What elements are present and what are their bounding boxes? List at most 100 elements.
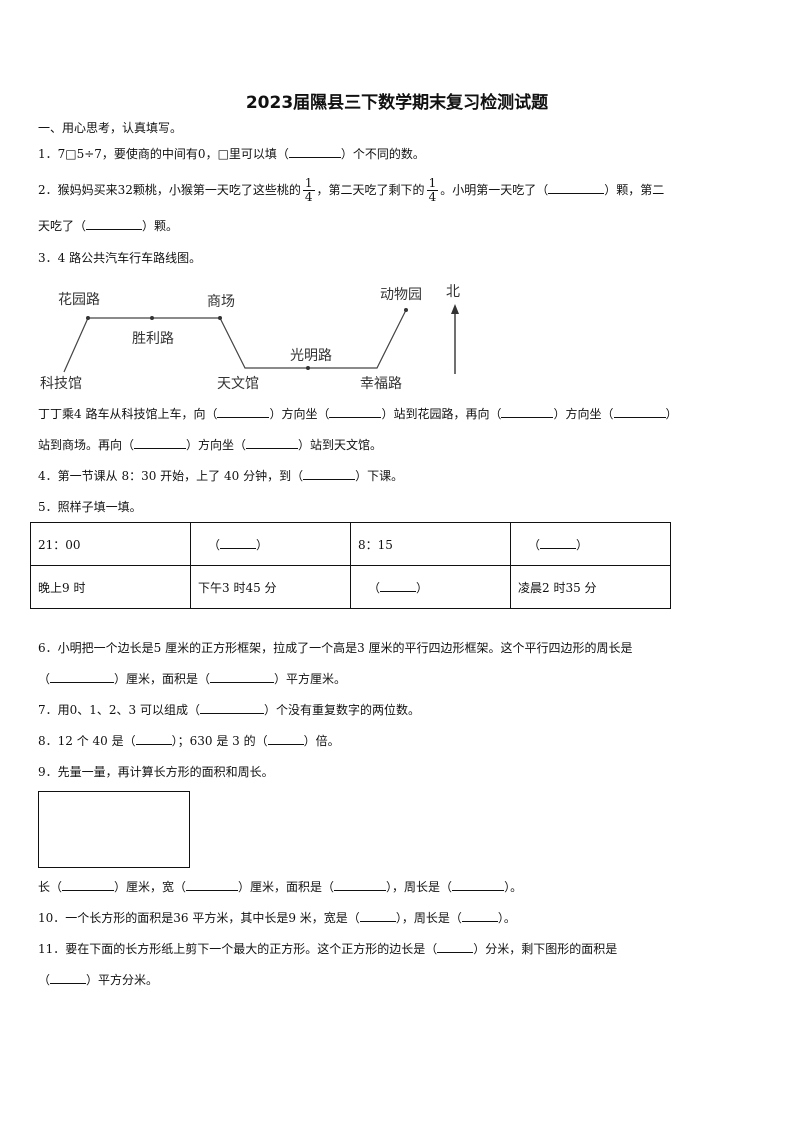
question-3-line-2: 站到商场。再向（ ）方向坐（ ）站到天文馆。 [38,438,382,452]
q6-text-a: （ [38,672,51,686]
fraction-numerator: 1 [302,176,315,191]
q2-text-a: 2．猴妈妈买来32颗桃，小猴第一天吃了这些桃的 [38,183,301,197]
q8-text-c: ）倍。 [303,734,340,748]
q1-text-post: ）个不同的数。 [340,147,425,161]
q9-blank-4[interactable] [452,880,505,891]
map-label-dongwuyuan: 动物园 [380,287,422,303]
close-paren: ） [416,580,429,595]
q3-text-f: 站到商场。再向（ [38,438,135,452]
q8-blank-1[interactable] [135,734,172,745]
q11-text-c: （ [38,973,51,987]
q3-blank-1[interactable] [217,407,270,418]
q3-blank-5[interactable] [134,438,187,449]
north-arrowhead-icon [451,304,459,314]
q2-text-b: ，第二天吃了剩下的 [316,183,425,197]
q9-text-b: ）厘米，宽（ [114,880,187,894]
q6-blank-2[interactable] [210,672,275,683]
map-label-tianwen: 天文馆 [217,376,259,392]
q11-text-b: ）分米，剩下图形的面积是 [473,942,618,956]
q3-blank-3[interactable] [501,407,554,418]
q2-text-f: ）颗。 [142,219,179,233]
question-9-answers: 长（）厘米，宽（）厘米，面积是（），周长是（）。 [38,880,522,894]
time-conversion-table: 21：00 （） 8：15 （） 晚上9 时 下午3 时45 分 （） 凌晨2 … [30,522,671,609]
close-paren: ） [576,537,589,552]
fraction-denominator: 4 [304,190,313,204]
q9-blank-3[interactable] [334,880,387,891]
table-row: 晚上9 时 下午3 时45 分 （） 凌晨2 时35 分 [30,565,671,609]
q6-text-c: ）平方厘米。 [274,672,347,686]
stop-marker [150,316,154,320]
q3-blank-6[interactable] [246,438,299,449]
table-cell: 21：00 [30,522,191,566]
table-row: 21：00 （） 8：15 （） [30,522,671,566]
question-4: 4．第一节课从 8：30 开始，上了 40 分钟，到（）下课。 [38,469,403,483]
table-cell: 凌晨2 时35 分 [510,565,671,609]
q9-text-d: ），周长是（ [386,880,453,894]
fraction-numerator: 1 [426,176,439,191]
q3-text-d: ）方向坐（ [553,407,614,421]
question-11-line-2: （）平方分米。 [38,973,158,987]
table-cell: 下午3 时45 分 [190,565,351,609]
section-heading: 一、用心思考，认真填写。 [38,121,183,135]
q5-blank[interactable] [540,538,577,549]
q1-text-pre: 1．7□5÷7，要使商的中间有0，□里可以填（ [38,147,289,161]
question-7: 7．用0、1、2、3 可以组成（）个没有重复数字的两位数。 [38,703,420,717]
q10-text-a: 10．一个长方形的面积是36 平方米，其中长是9 米，宽是（ [38,911,360,925]
q4-text-pre: 4．第一节课从 8：30 开始，上了 40 分钟，到（ [38,469,304,483]
q5-blank[interactable] [380,581,417,592]
question-3-line-1: 丁丁乘4 路车从科技馆上车，向（）方向坐（）站到花园路，再向（）方向坐（） [38,407,678,421]
q10-blank-1[interactable] [359,911,396,922]
question-1: 1．7□5÷7，要使商的中间有0，□里可以填（ ）个不同的数。 [38,147,425,161]
table-cell: 8：15 [350,522,511,566]
q7-answer-blank[interactable] [200,703,264,714]
q3-text-b: ）方向坐（ [269,407,330,421]
q8-blank-2[interactable] [267,734,304,745]
q9-blank-2[interactable] [186,880,239,891]
q9-text-e: ）。 [504,880,523,894]
q11-blank-2[interactable] [50,973,87,984]
question-3: 3．4 路公共汽车行车路线图。 [38,251,202,265]
measure-rectangle [38,791,190,868]
q6-blank-1[interactable] [50,672,115,683]
q3-text-g: ）方向坐（ [186,438,247,452]
q4-answer-blank[interactable] [303,469,356,480]
q10-blank-2[interactable] [461,911,498,922]
q9-text-a: 长（ [38,880,63,894]
q6-text-b: ）厘米，面积是（ [114,672,211,686]
q7-text-pre: 7．用0、1、2、3 可以组成（ [38,703,200,717]
q2-text-e: 天吃了（ [38,219,87,233]
close-paren: ） [256,537,269,552]
table-cell-blank[interactable]: （） [190,522,351,566]
q2-answer-blank-2[interactable] [86,219,143,230]
q11-blank-1[interactable] [437,942,474,953]
map-label-shengli: 胜利路 [132,331,174,347]
q3-blank-2[interactable] [329,407,382,418]
question-5: 5．照样子填一填。 [38,500,142,514]
stop-marker [404,308,408,312]
stop-marker [306,366,310,370]
map-label-north: 北 [446,284,460,300]
stop-marker [218,316,222,320]
open-paren: （ [528,537,541,552]
q10-text-c: ）。 [497,911,516,925]
q2-text-d: ）颗，第二 [604,183,665,197]
q3-text-h: ）站到天文馆。 [298,438,383,452]
q9-blank-1[interactable] [62,880,115,891]
q1-answer-blank[interactable] [288,147,341,158]
q8-text-b: ）；630 是 3 的（ [171,734,268,748]
q2-answer-blank-1[interactable] [548,183,605,194]
stop-marker [86,316,90,320]
page-title: 2023届隰县三下数学期末复习检测试题 [245,93,549,113]
question-10: 10．一个长方形的面积是36 平方米，其中长是9 米，宽是（），周长是（）。 [38,911,516,925]
map-label-keji: 科技馆 [40,376,82,392]
fraction-denominator: 4 [428,190,437,204]
table-cell-blank[interactable]: （） [350,565,511,609]
q5-blank[interactable] [220,538,257,549]
table-cell-blank[interactable]: （） [510,522,671,566]
q11-text-a: 11．要在下面的长方形纸上剪下一个最大的正方形。这个正方形的边长是（ [38,942,438,956]
q3-blank-4[interactable] [613,407,666,418]
